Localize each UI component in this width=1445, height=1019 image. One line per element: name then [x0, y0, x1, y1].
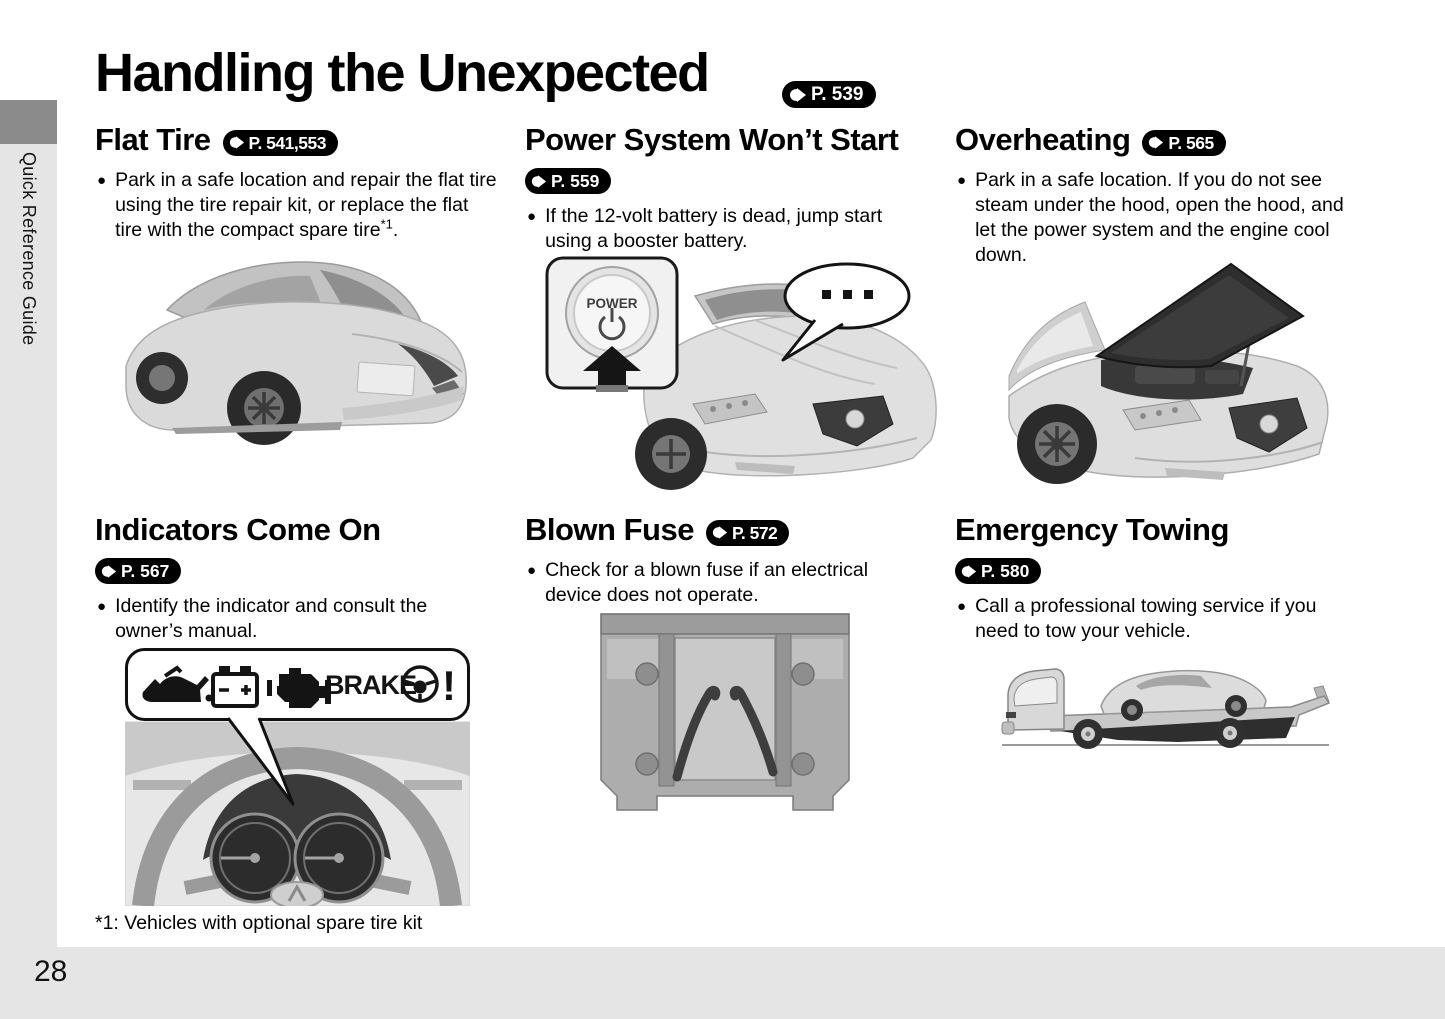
page-ref-badge: P. 559 [525, 168, 612, 194]
reference-arrow-icon [101, 564, 117, 578]
sidebar-chapter-label: Quick Reference Guide [19, 152, 39, 346]
reference-arrow-icon [1149, 136, 1164, 149]
battery-charge-icon [211, 666, 259, 708]
bullet-item: ● Identify the indicator and consult the… [97, 595, 428, 642]
page-ref-badge: P. 541,553 [222, 129, 338, 156]
bullet-icon: ● [97, 172, 107, 189]
bullet-item: ● If the 12-volt battery is dead, jump s… [527, 205, 883, 252]
blown-element [672, 685, 721, 782]
footnote: *1: Vehicles with optional spare tire ki… [95, 912, 423, 934]
page-ref-badge-title: P. 539 [782, 81, 877, 108]
footer-band: 28 [0, 947, 1445, 1019]
page-ref-badge: P. 580 [955, 558, 1042, 584]
svg-text:POWER: POWER [586, 296, 637, 311]
bullet-item: ● Park in a safe location and repair the… [97, 169, 497, 241]
speech-ellipsis-icon [822, 290, 873, 299]
flat-tire-car-illustration [125, 261, 467, 445]
indicator-cluster-illustration: BRAKE ! [125, 648, 470, 906]
bullet-item: ● Call a professional towing service if … [957, 595, 1317, 642]
page-ref-badge: P. 572 [705, 519, 790, 546]
bullet-icon: ● [527, 208, 537, 225]
reference-arrow-icon [531, 174, 547, 188]
page-number: 28 [34, 955, 68, 988]
page-title: Handling the Unexpected [95, 43, 710, 103]
section-emergency-towing: Emergency Towing P. 580 ● Call a profess… [955, 512, 1357, 644]
check-engine-icon [267, 668, 331, 708]
reference-arrow-icon [229, 136, 244, 149]
section-indicators: Indicators Come On P. 567 ● Identify the… [95, 512, 497, 644]
bullet-icon: ● [97, 598, 107, 615]
section-overheating: Overheating P. 565 ● Park in a safe loca… [955, 122, 1357, 268]
page-ref-badge: P. 567 [95, 558, 182, 584]
power-button-icon: POWER [545, 256, 679, 390]
bullet-item: ● Park in a safe location. If you do not… [957, 169, 1344, 266]
section-title: Power System Won’t Start [525, 122, 899, 157]
bullet-icon: ● [527, 562, 537, 579]
section-title: Emergency Towing [955, 512, 1229, 547]
section-blown-fuse: Blown Fuse P. 572 ● Check for a blown fu… [525, 512, 927, 608]
section-title: Blown Fuse P. 572 [525, 512, 927, 548]
section-title: Flat Tire P. 541,553 [95, 122, 497, 158]
oil-pressure-icon [142, 665, 213, 702]
bullet-icon: ● [957, 598, 967, 615]
section-title: Indicators Come On [95, 512, 381, 547]
up-arrow-icon [583, 346, 641, 392]
section-flat-tire: Flat Tire P. 541,553 ● Park in a safe lo… [95, 122, 497, 243]
sidebar-strip [0, 100, 57, 1019]
tow-truck-illustration [1001, 668, 1331, 749]
overheating-car-illustration [1008, 262, 1329, 484]
bullet-item: ● Check for a blown fuse if an electrica… [527, 559, 869, 606]
page-ref-badge: P. 565 [1142, 129, 1226, 156]
reference-arrow-icon [790, 87, 806, 102]
bullet-icon: ● [957, 172, 967, 189]
page-ref-text: P. 539 [811, 83, 864, 105]
sidebar: Quick Reference Guide [0, 0, 57, 1019]
exclamation-icon: ! [442, 662, 456, 709]
sidebar-chapter-tab [0, 100, 57, 144]
reference-arrow-icon [712, 526, 728, 539]
power-system-illustration: POWER [545, 256, 937, 490]
reference-arrow-icon [961, 564, 977, 578]
blown-fuse-illustration [600, 613, 850, 811]
section-power-system: Power System Won’t Start P. 559 ● If the… [525, 122, 927, 254]
steering-warning-icon [401, 665, 439, 703]
section-title: Overheating P. 565 [955, 122, 1357, 158]
